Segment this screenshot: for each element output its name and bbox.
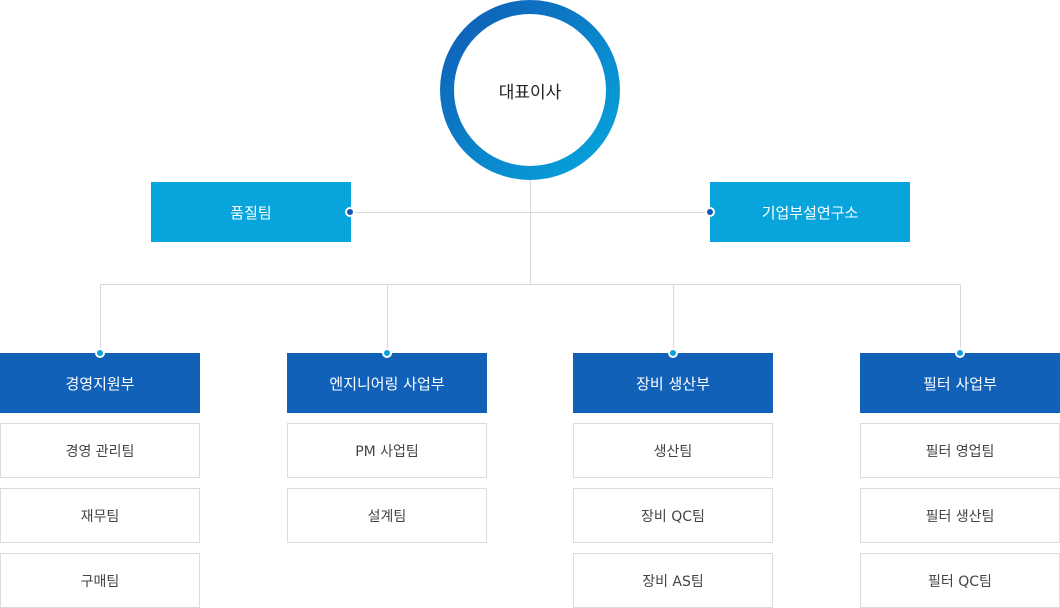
team-label: 필터 생산팀	[925, 508, 995, 525]
team-label: PM 사업팀	[355, 443, 419, 460]
connector-dept-3	[673, 284, 674, 353]
team-label: 설계팀	[367, 508, 407, 525]
connector-dot	[668, 348, 678, 358]
connector-dot	[705, 207, 715, 217]
department-label: 엔지니어링 사업부	[329, 374, 445, 393]
connector-dot	[345, 207, 355, 217]
ceo-node: 대표이사	[440, 0, 620, 180]
connector-dept-horizontal	[100, 284, 961, 285]
department-label: 필터 사업부	[923, 374, 997, 393]
connector-dot	[382, 348, 392, 358]
team-box: 설계팀	[287, 488, 487, 543]
team-label: 생산팀	[653, 443, 693, 460]
team-label: 경영 관리팀	[65, 443, 135, 460]
connector-dept-2	[387, 284, 388, 353]
connector-dept-4	[960, 284, 961, 353]
team-box: 필터 생산팀	[860, 488, 1060, 543]
team-label: 재무팀	[80, 508, 120, 525]
connector-dot	[955, 348, 965, 358]
team-box: 장비 QC팀	[573, 488, 773, 543]
department-label: 경영지원부	[65, 374, 135, 393]
department-engineering: 엔지니어링 사업부	[287, 353, 487, 413]
department-label: 장비 생산부	[636, 374, 710, 393]
team-label: 필터 QC팀	[928, 573, 992, 590]
department-management-support: 경영지원부	[0, 353, 200, 413]
department-equipment-production: 장비 생산부	[573, 353, 773, 413]
team-label: 장비 QC팀	[641, 508, 705, 525]
team-box: 필터 QC팀	[860, 553, 1060, 608]
team-label: 구매팀	[80, 573, 120, 590]
team-box: 구매팀	[0, 553, 200, 608]
connector-ceo-trunk	[530, 180, 531, 284]
team-box: 장비 AS팀	[573, 553, 773, 608]
team-box: 경영 관리팀	[0, 423, 200, 478]
team-box: PM 사업팀	[287, 423, 487, 478]
connector-side-horizontal	[351, 212, 710, 213]
side-unit-quality: 품질팀	[151, 182, 351, 242]
team-box: 생산팀	[573, 423, 773, 478]
side-unit-label: 기업부설연구소	[761, 203, 859, 222]
team-label: 장비 AS팀	[642, 573, 704, 590]
side-unit-research-lab: 기업부설연구소	[710, 182, 910, 242]
department-filter-business: 필터 사업부	[860, 353, 1060, 413]
ceo-label: 대표이사	[454, 14, 606, 166]
connector-dept-1	[100, 284, 101, 353]
connector-dot	[95, 348, 105, 358]
side-unit-label: 품질팀	[230, 203, 272, 222]
team-box: 재무팀	[0, 488, 200, 543]
team-label: 필터 영업팀	[925, 443, 995, 460]
team-box: 필터 영업팀	[860, 423, 1060, 478]
